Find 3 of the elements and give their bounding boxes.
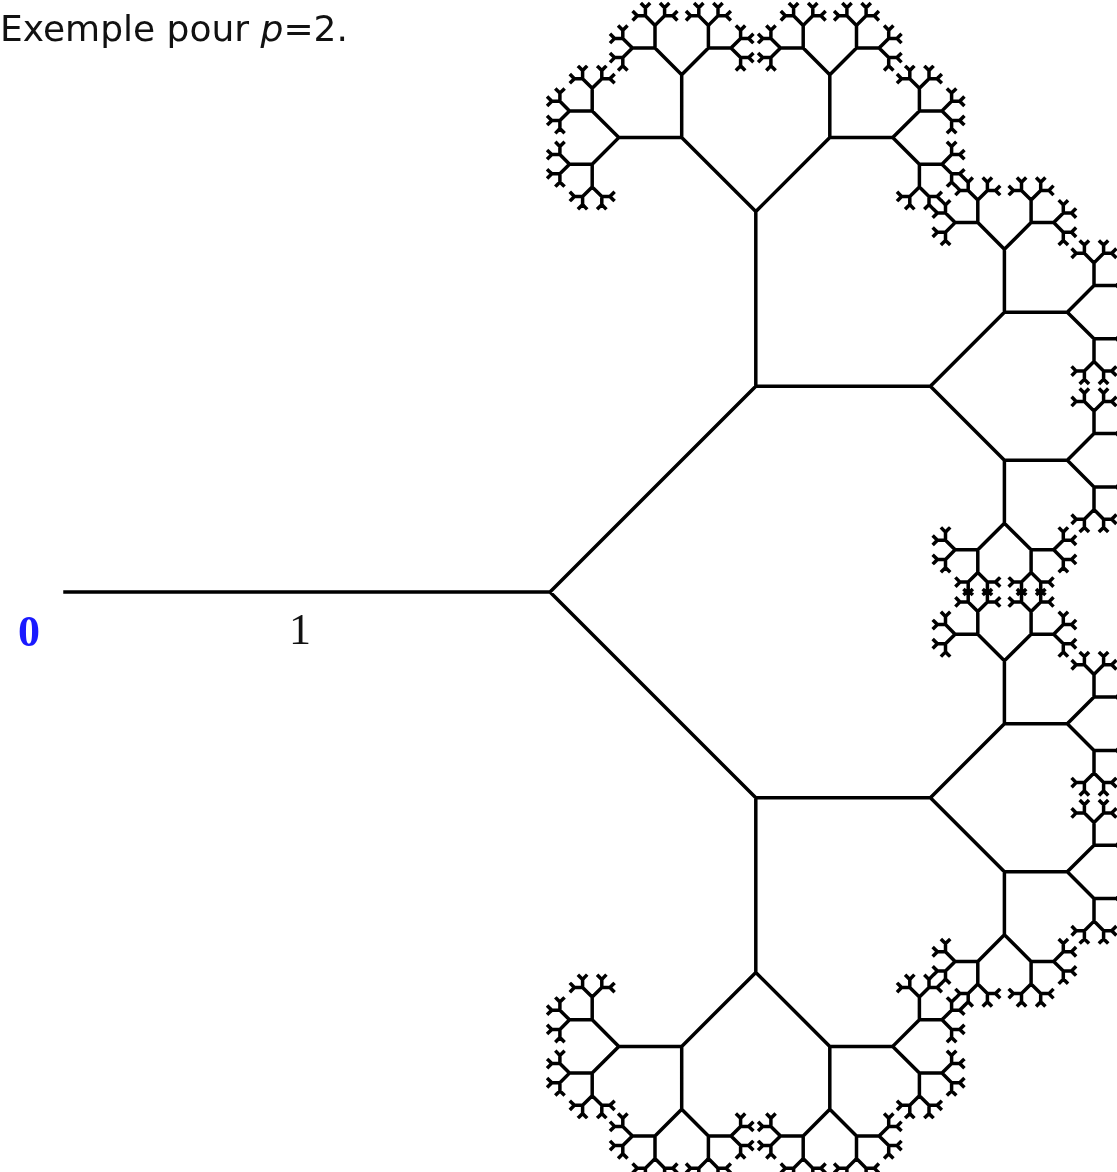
vertex-label: 0 (18, 606, 40, 657)
title: Exemple pour p=2. (0, 8, 348, 49)
edge-length-label: 1 (289, 604, 311, 655)
